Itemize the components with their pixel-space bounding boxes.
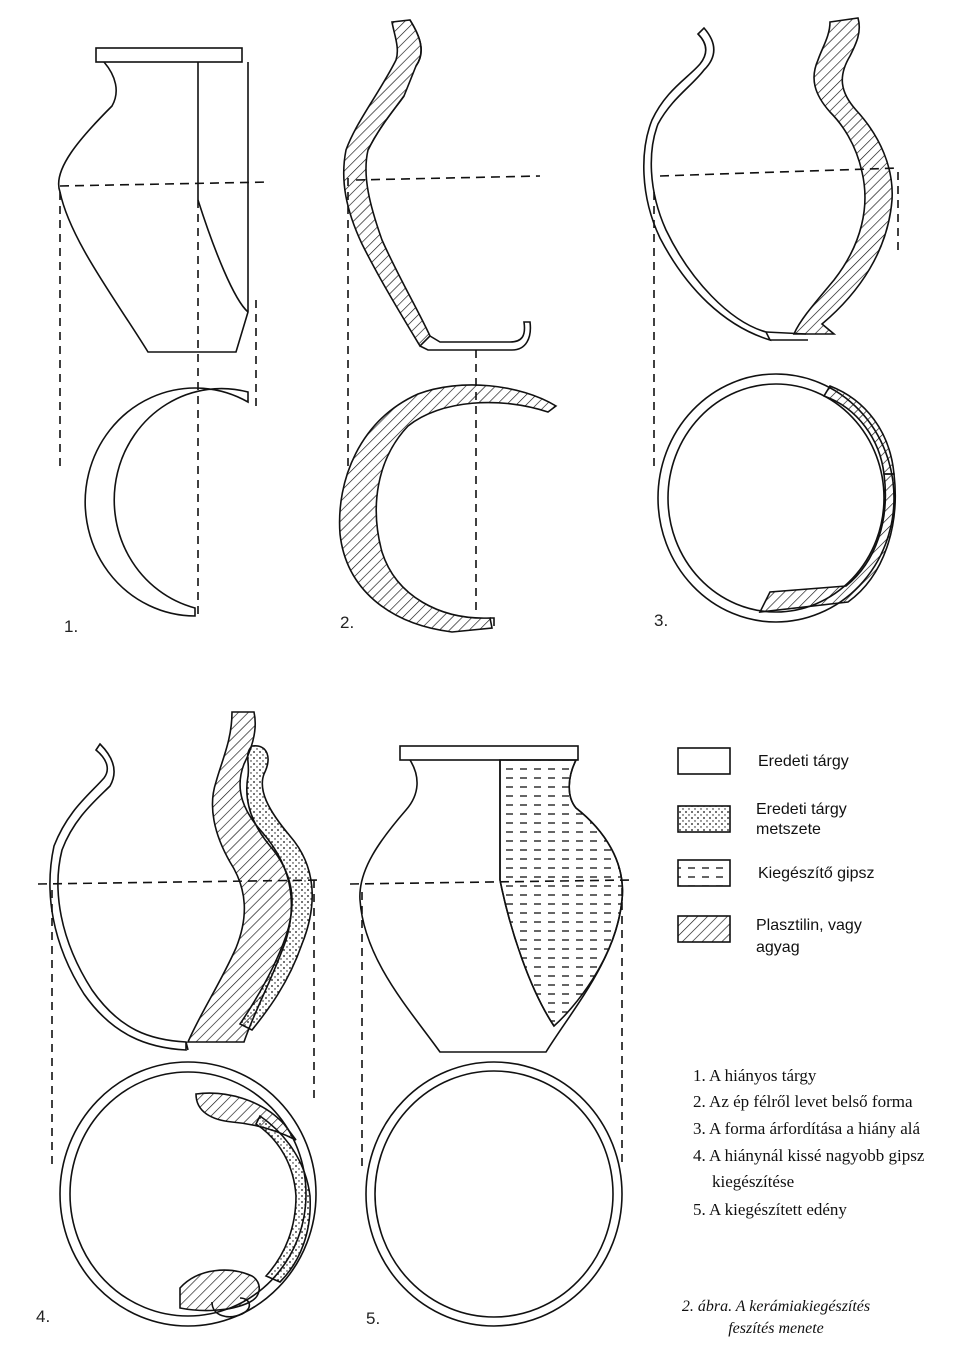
stage-5-plan-ring-inner bbox=[374, 1070, 614, 1318]
legend-swatch-blank bbox=[677, 747, 731, 775]
stage-3-original-wall bbox=[643, 26, 772, 342]
stage-4-mould-wall bbox=[186, 711, 293, 1043]
stage-2-base-lip bbox=[419, 321, 532, 351]
stage-4-plan-ring-outer bbox=[59, 1061, 317, 1327]
stage-5-number: 5. bbox=[366, 1309, 380, 1328]
stage-2-number: 2. bbox=[340, 613, 354, 632]
stage-5-rim bbox=[399, 745, 579, 761]
caption-line-5: kiegészítése bbox=[712, 1172, 795, 1191]
caption-line-6: 5. A kiegészített edény bbox=[693, 1200, 847, 1219]
stage-2-drawing bbox=[338, 19, 558, 633]
legend-swatch-dotted bbox=[677, 805, 731, 833]
legend-label-section-2: metszete bbox=[756, 821, 821, 838]
legend-label-plaster: Kiegészítő gipsz bbox=[758, 865, 875, 882]
stage-1-vessel-profile bbox=[57, 61, 249, 353]
stage-3-number: 3. bbox=[654, 611, 668, 630]
stage-3-drawing bbox=[643, 17, 899, 623]
stage-4-number: 4. bbox=[36, 1307, 50, 1326]
stage-4-mould-plan bbox=[195, 1092, 297, 1141]
legend-label-section-1: Eredeti tárgy bbox=[756, 801, 847, 818]
figure-title-line-2: feszítés menete bbox=[728, 1320, 824, 1337]
stage-4-original-wall bbox=[49, 742, 187, 1051]
stage-1-plan-ring bbox=[84, 387, 249, 617]
figure-title-line-1: 2. ábra. A kerámiakiegészítés bbox=[681, 1298, 871, 1315]
stage-5-plan-ring-outer bbox=[365, 1061, 623, 1327]
stage-3-mould-plan bbox=[822, 385, 895, 475]
caption-line-2: 2. Az ép félről levet belső forma bbox=[693, 1092, 913, 1111]
legend-label-plasticine-1: Plasztilin, vagy bbox=[756, 917, 862, 934]
legend-swatch-hatched bbox=[677, 915, 731, 943]
stage-3-mould-wall bbox=[792, 17, 893, 335]
stage-1-rim bbox=[95, 47, 243, 63]
stage-2-mould-profile bbox=[342, 19, 431, 348]
stage-4-drawing bbox=[37, 711, 323, 1327]
legend-label-plasticine-2: agyag bbox=[756, 939, 800, 956]
caption-line-1: 1. A hiányos tárgy bbox=[693, 1066, 817, 1085]
stage-2-plan-arc bbox=[338, 384, 558, 633]
stage-5-drawing bbox=[349, 745, 631, 1327]
legend-label-original: Eredeti tárgy bbox=[758, 753, 849, 770]
stage-5-plaster-section bbox=[499, 759, 624, 1028]
caption-line-3: 3. A forma árfordítása a hiány alá bbox=[693, 1119, 921, 1138]
stage-1-number: 1. bbox=[64, 617, 78, 636]
stage-4-plaster-layer bbox=[238, 745, 313, 1032]
legend-swatch-dashed bbox=[677, 859, 731, 887]
caption-line-4: 4. A hiánynál kissé nagyobb gipsz bbox=[693, 1146, 925, 1165]
stage-1-drawing bbox=[57, 47, 271, 617]
legend bbox=[677, 747, 731, 943]
